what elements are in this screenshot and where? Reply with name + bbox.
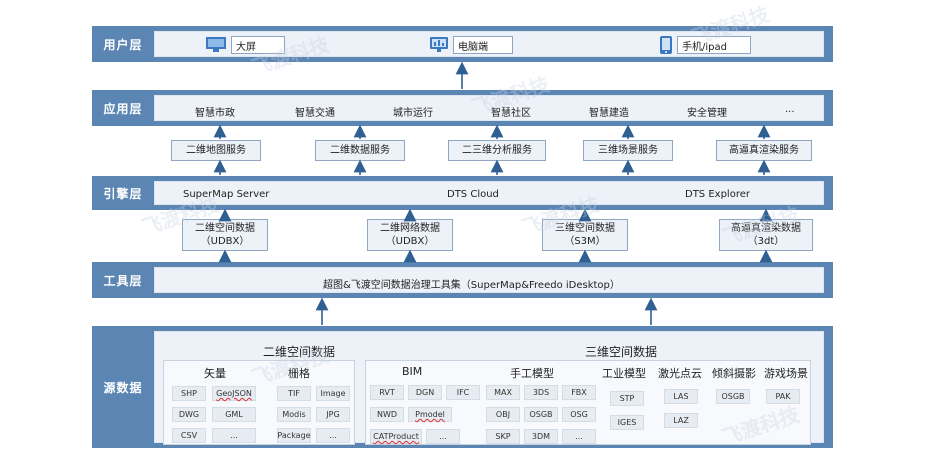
manual-model-title: 手工模型: [510, 367, 554, 380]
service-box: 高逼真渲染服务: [716, 140, 812, 161]
format-chip: Pmodel: [408, 407, 452, 422]
format-chip: LAS: [664, 389, 698, 404]
app-item: ...: [785, 104, 795, 115]
service-box: 二维数据服务: [315, 140, 405, 161]
format-chip: OSGB: [716, 389, 750, 404]
laser-pointcloud-title: 激光点云: [658, 367, 702, 380]
engine-layer-body: SuperMap Server DTS Cloud DTS Explorer: [154, 181, 824, 205]
app-item: 智慧市政: [195, 108, 235, 119]
app-item: 智慧社区: [491, 108, 531, 119]
device-phone-ipad[interactable]: 手机/ipad: [677, 36, 751, 54]
format-chip: CATProduct: [370, 429, 422, 444]
format-chip: OSG: [562, 407, 596, 422]
format-chip: Package: [277, 428, 311, 443]
dataset-format: （UDBX）: [385, 236, 435, 247]
source-3d-title: 三维空间数据: [585, 345, 658, 359]
phone-icon: [659, 35, 673, 55]
dataset-name: 高逼真渲染数据: [731, 223, 801, 234]
app-item: 安全管理: [687, 108, 727, 119]
device-large-screen[interactable]: 大屏: [231, 36, 285, 54]
source-layer: 源数据 二维空间数据 矢量 栅格 SHP GeoJSON DWG GML CSV…: [92, 326, 833, 448]
raster-title: 栅格: [288, 367, 310, 380]
source-layer-label: 源数据: [103, 380, 143, 395]
format-chip: ...: [212, 428, 256, 443]
dataset-format: （UDBX）: [200, 236, 250, 247]
dataset-box: 二维空间数据 （UDBX）: [182, 219, 268, 251]
format-chip: ...: [316, 428, 350, 443]
format-chip: 3DM: [524, 429, 558, 444]
service-box: 二维地图服务: [171, 140, 261, 161]
toolset-label: 超图&飞渡空间数据治理工具集（SuperMap&Freedo iDesktop）: [323, 280, 620, 291]
app-item: 智慧建造: [589, 108, 629, 119]
format-chip: Modis: [277, 407, 311, 422]
user-layer-label: 用户层: [103, 37, 143, 52]
format-chip: ...: [426, 429, 460, 444]
format-chip: IGES: [610, 415, 644, 430]
app-item: 城市运行: [393, 108, 433, 119]
dataset-name: 二维网络数据: [380, 223, 440, 234]
format-chip: 3DS: [524, 385, 558, 400]
service-box: 二三维分析服务: [448, 140, 546, 161]
app-item: 智慧交通: [295, 108, 335, 119]
format-chip: Image: [316, 386, 350, 401]
format-chip: STP: [610, 391, 644, 406]
format-chip: DWG: [172, 407, 206, 422]
format-chip: JPG: [316, 407, 350, 422]
format-chip: OBJ: [486, 407, 520, 422]
format-chip: FBX: [562, 385, 596, 400]
application-layer-label: 应用层: [103, 101, 143, 116]
source-layer-body: 二维空间数据 矢量 栅格 SHP GeoJSON DWG GML CSV ...…: [154, 331, 824, 445]
dataset-name: 三维空间数据: [555, 223, 615, 234]
tool-layer-body: 超图&飞渡空间数据治理工具集（SuperMap&Freedo iDesktop）: [154, 267, 824, 293]
computer-icon: [429, 36, 449, 54]
game-scene-title: 游戏场景: [764, 367, 808, 380]
dataset-format: （3dt）: [747, 236, 785, 247]
device-computer[interactable]: 电脑端: [453, 36, 513, 54]
oblique-photo-title: 倾斜摄影: [712, 367, 756, 380]
dataset-format: （S3M）: [564, 236, 606, 247]
engine-layer-label: 引擎层: [103, 186, 143, 201]
tool-layer: 工具层 超图&飞渡空间数据治理工具集（SuperMap&Freedo iDesk…: [92, 262, 833, 298]
format-chip: OSGB: [524, 407, 558, 422]
format-chip: SKP: [486, 429, 520, 444]
bim-title: BIM: [402, 365, 423, 378]
dataset-box: 三维空间数据 （S3M）: [542, 219, 628, 251]
engine-item: DTS Cloud: [447, 189, 499, 200]
vector-title: 矢量: [204, 367, 226, 380]
dataset-box: 高逼真渲染数据 （3dt）: [719, 219, 813, 251]
format-chip: IFC: [446, 385, 480, 400]
dataset-box: 二维网络数据 （UDBX）: [367, 219, 453, 251]
source-3d-panel: BIM 手工模型 工业模型 激光点云 倾斜摄影 游戏场景 RVT DGN IFC…: [365, 360, 811, 445]
format-chip: GML: [212, 407, 256, 422]
format-chip: TIF: [277, 386, 311, 401]
application-layer: 应用层 智慧市政 智慧交通 城市运行 智慧社区 智慧建造 安全管理 ...: [92, 90, 833, 126]
large-screen-icon: [205, 36, 227, 53]
source-2d-title: 二维空间数据: [263, 345, 336, 359]
engine-item: SuperMap Server: [183, 189, 270, 200]
format-chip: ...: [562, 429, 596, 444]
user-layer: 用户层 大屏 电脑端: [92, 26, 833, 62]
service-box: 三维场景服务: [583, 140, 673, 161]
source-2d-panel: 矢量 栅格 SHP GeoJSON DWG GML CSV ... TIF Im…: [163, 360, 355, 445]
format-chip: SHP: [172, 386, 206, 401]
tool-layer-label: 工具层: [103, 273, 143, 288]
format-chip: LAZ: [664, 413, 698, 428]
format-chip: MAX: [486, 385, 520, 400]
engine-item: DTS Explorer: [685, 189, 750, 200]
engine-layer: 引擎层 SuperMap Server DTS Cloud DTS Explor…: [92, 176, 833, 210]
format-chip: CSV: [172, 428, 206, 443]
industrial-model-title: 工业模型: [602, 367, 646, 380]
format-chip: DGN: [408, 385, 442, 400]
format-chip: PAK: [766, 389, 800, 404]
format-chip: NWD: [370, 407, 404, 422]
format-chip: RVT: [370, 385, 404, 400]
application-layer-body: 智慧市政 智慧交通 城市运行 智慧社区 智慧建造 安全管理 ...: [154, 95, 824, 121]
user-layer-body: 大屏 电脑端 手机/ipad: [154, 31, 824, 57]
dataset-name: 二维空间数据: [195, 223, 255, 234]
format-chip: GeoJSON: [212, 386, 256, 401]
